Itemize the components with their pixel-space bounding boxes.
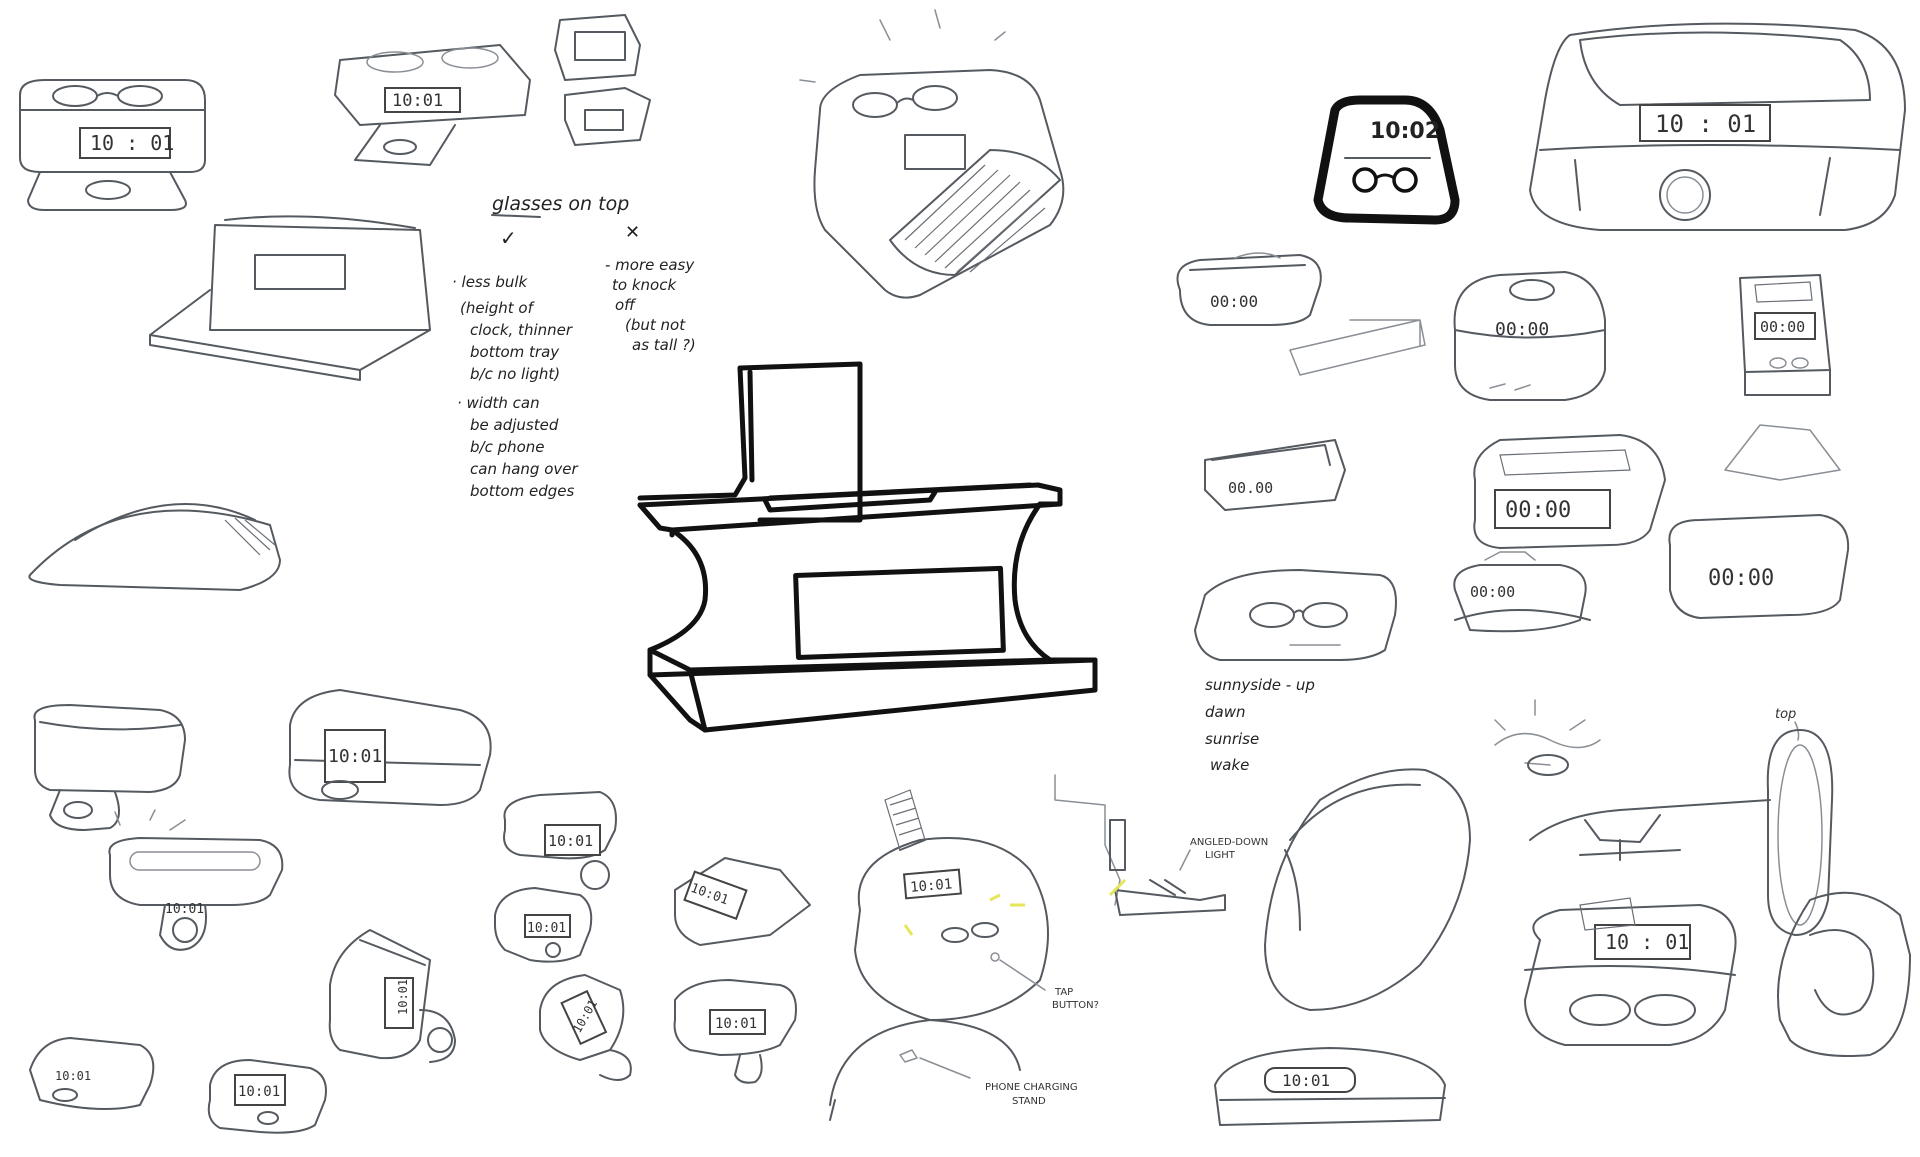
check-mark: ✓ — [500, 226, 517, 250]
svg-text:ANGLED-DOWN LIGHT: ANGLED-DOWN LIGHT — [1190, 837, 1271, 861]
x-mark: ✕ — [625, 222, 640, 243]
svg-text:00:00: 00:00 — [1495, 319, 1549, 340]
svg-text:10 : 01: 10 : 01 — [1605, 930, 1689, 954]
svg-text:10:01: 10:01 — [328, 746, 382, 767]
svg-text:00.00: 00.00 — [1228, 479, 1273, 497]
svg-text:00:00: 00:00 — [1760, 318, 1805, 336]
sketch-large-clock-top-right: 10 : 01 — [1529, 22, 1906, 231]
sketch-curved-clock: 00:00 — [1453, 551, 1591, 633]
sketch-glasses-tray — [1194, 569, 1397, 661]
sketch-segment-clocks-row2: 00.00 00:00 — [1204, 424, 1841, 549]
sketch-round-phone-dock: 10:01 TAP BUTTON? — [854, 789, 1099, 1021]
sketch-bottom-center-cluster: 10:01 10:01 10:01 10:01 10:01 — [494, 791, 811, 1084]
svg-text:00:00: 00:00 — [1470, 583, 1515, 601]
svg-text:10:01: 10:01 — [527, 921, 566, 936]
clock-readout: 10:01 — [392, 91, 443, 111]
highlight-marks — [903, 893, 1025, 936]
sketch-clock-glasses-bottom-right: 10 : 01 — [1494, 699, 1771, 1046]
svg-text:- more easy to knock: - more easy to knock off (but not as tal… — [605, 256, 699, 354]
sketch-clock-pads: 10:01 — [334, 44, 531, 166]
sketch-glasses-pad-clock — [799, 9, 1065, 299]
svg-text:top: top — [1775, 707, 1796, 722]
sketch-tray-display — [149, 215, 431, 381]
svg-text:00:00: 00:00 — [1505, 498, 1571, 523]
svg-text:10:01: 10:01 — [910, 876, 953, 896]
final-concept-clock — [637, 361, 1098, 733]
clock-readout: 10:02 — [1370, 119, 1440, 144]
notes-glasses-on-top: glasses on top ✓ ✕ · less bulk (height o… — [452, 193, 699, 500]
sketch-wide-clock — [1668, 514, 1850, 619]
sketch-small-boxes — [554, 14, 651, 146]
svg-text:10:01: 10:01 — [238, 1084, 280, 1100]
svg-text:00:00: 00:00 — [1210, 292, 1258, 311]
clock-readout: 00:00 — [1708, 566, 1774, 591]
clock-readout: 10 : 01 — [90, 131, 174, 155]
sketch-bottom-left-cluster: 10:01 10:01 10:01 10:01 10:01 — [29, 689, 492, 1134]
svg-text:PHONE CHARGING STAND: PHONE CHARGING STAND — [985, 1082, 1081, 1107]
note-heading: glasses on top — [492, 193, 629, 215]
svg-text:10:01: 10:01 — [1282, 1071, 1330, 1090]
sketch-tall-oval: top — [1766, 707, 1911, 1057]
svg-text:10:01: 10:01 — [715, 1016, 757, 1032]
svg-text:10:01: 10:01 — [548, 832, 593, 850]
svg-text:· less bulk (height of: · less bulk (height of clock, thinner bo… — [452, 273, 582, 500]
svg-text:TAP BUTTON?: TAP BUTTON? — [1052, 987, 1099, 1011]
svg-text:10:01: 10:01 — [165, 902, 204, 917]
sketch-badge-clock: 10:02 — [1313, 95, 1460, 225]
sketch-clock-glasses-top-left: 10 : 01 — [19, 79, 206, 211]
sketch-half-dome: 10:01 — [1214, 1047, 1446, 1126]
sketch-pill-lamp — [1264, 768, 1471, 1011]
sketch-angled-light: ANGLED-DOWN LIGHT — [1054, 774, 1271, 916]
svg-text:sunnyside - up dawn: sunnyside - up dawn sunrise wake — [1205, 676, 1320, 774]
svg-text:10:01: 10:01 — [396, 979, 410, 1015]
sketch-segment-clocks: 00:00 00:00 00:00 — [1176, 252, 1831, 401]
notes-names: sunnyside - up dawn sunrise wake — [1205, 676, 1320, 774]
sketch-phone-charging-stand: PHONE CHARGING STAND — [829, 1019, 1081, 1121]
clock-readout: 10 : 01 — [1655, 110, 1756, 138]
sketch-dome-left — [28, 503, 281, 591]
svg-text:10:01: 10:01 — [55, 1069, 91, 1083]
